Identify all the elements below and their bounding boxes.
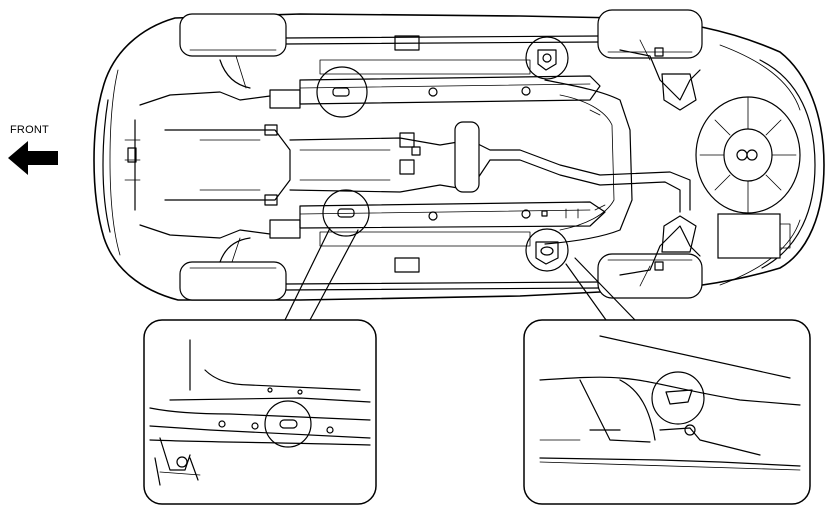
jack-point-front-lower	[322, 189, 370, 237]
detail-view-front-jack-point	[143, 319, 377, 505]
spare-tire	[695, 96, 801, 214]
wheel-front-left	[179, 13, 287, 57]
arrow-left-icon	[8, 141, 58, 175]
detail-view-rear-jack-point	[523, 319, 811, 505]
exhaust-system	[289, 121, 691, 213]
jack-point-rear-upper	[525, 36, 569, 80]
fuel-tank	[544, 79, 633, 245]
wheel-front-right	[179, 261, 287, 301]
front-suspension	[124, 55, 301, 263]
frame-rails	[299, 35, 606, 273]
wheel-rear-right	[597, 253, 703, 299]
rear-suspension	[619, 39, 701, 287]
wheel-rear-left	[597, 9, 703, 59]
rear-muffler	[717, 213, 791, 259]
leader-lines	[284, 227, 636, 321]
jack-point-rear-lower	[525, 228, 569, 272]
jack-point-front-upper	[316, 66, 368, 118]
front-label: FRONT	[10, 124, 49, 136]
